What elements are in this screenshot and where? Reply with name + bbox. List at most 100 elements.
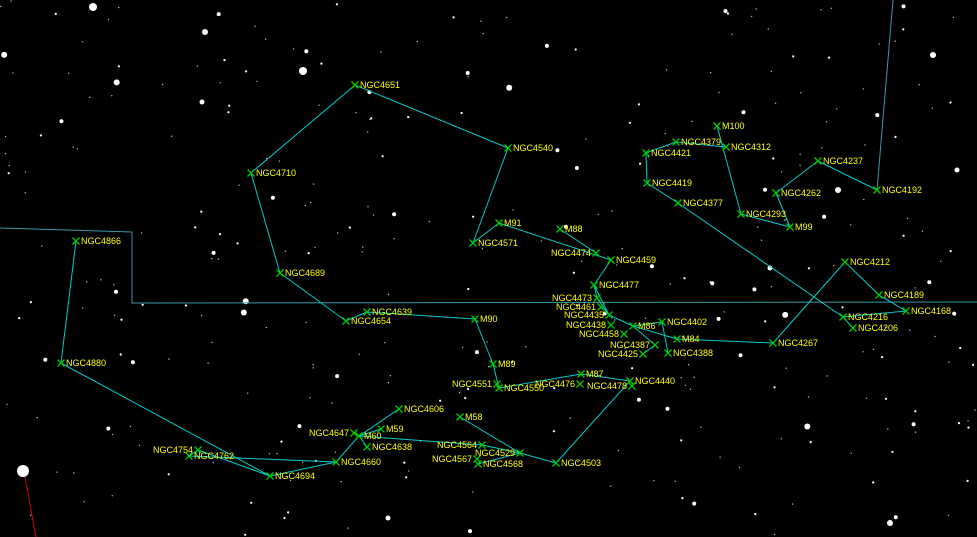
object-ngc4168[interactable]: NGC4168 [902, 306, 952, 316]
object-marker-icon [342, 317, 350, 325]
object-label: M86 [638, 321, 656, 331]
object-ngc4651[interactable]: NGC4651 [351, 80, 401, 90]
star [773, 386, 776, 389]
object-ngc4192[interactable]: NGC4192 [873, 185, 923, 195]
star [826, 121, 828, 123]
object-ngc4647[interactable]: NGC4647 [309, 428, 358, 438]
object-ngc4606[interactable]: NGC4606 [395, 404, 445, 414]
star [755, 8, 757, 10]
object-ngc4638[interactable]: NGC4638 [363, 442, 413, 452]
asterism-line [60, 240, 77, 364]
object-label: NGC4754 [153, 445, 193, 455]
object-ngc4216[interactable]: NGC4216 [839, 312, 889, 322]
star [751, 15, 753, 18]
object-ngc4377[interactable]: NGC4377 [674, 198, 724, 208]
object-ngc4568[interactable]: NGC4568 [474, 459, 524, 469]
object-ngc4754[interactable]: NGC4754 [153, 445, 202, 455]
object-ngc4312[interactable]: NGC4312 [722, 142, 772, 152]
object-ngc4880[interactable]: NGC4880 [57, 358, 107, 368]
object-ngc4435[interactable]: NGC4435 [564, 310, 613, 320]
star [680, 439, 683, 442]
object-ngc4564[interactable]: NGC4564 [437, 440, 486, 450]
object-ngc4571[interactable]: NGC4571 [469, 238, 519, 248]
asterism-line [60, 362, 271, 477]
object-ngc4461[interactable]: NGC4461 [556, 302, 605, 312]
star [85, 281, 88, 283]
star [407, 116, 410, 119]
object-ngc4293[interactable]: NGC4293 [737, 209, 787, 219]
object-ngc4639[interactable]: NGC4639 [363, 307, 413, 317]
star [24, 171, 27, 173]
object-m84[interactable]: M84 [673, 334, 700, 344]
object-ngc4694[interactable]: NGC4694 [266, 471, 316, 481]
object-ngc4476[interactable]: NGC4476 [535, 379, 584, 389]
object-label: NGC4880 [66, 358, 106, 368]
object-marker-icon [651, 341, 659, 349]
object-marker-icon [363, 308, 371, 316]
object-ngc4440[interactable]: NGC4440 [626, 376, 676, 386]
star [416, 40, 418, 43]
object-ngc4478[interactable]: NGC4478 [587, 381, 636, 391]
object-ngc4710[interactable]: NGC4710 [247, 168, 297, 178]
object-m58[interactable]: M58 [456, 412, 483, 422]
object-ngc4388[interactable]: NGC4388 [664, 348, 714, 358]
object-ngc4387[interactable]: NGC4387 [610, 340, 659, 350]
star [644, 317, 647, 319]
object-ngc4660[interactable]: NGC4660 [332, 457, 382, 467]
object-ngc4438[interactable]: NGC4438 [566, 320, 615, 330]
star [906, 217, 909, 220]
object-ngc4379[interactable]: NGC4379 [672, 137, 722, 147]
object-ngc4262[interactable]: NGC4262 [772, 188, 822, 198]
asterism-line [661, 321, 669, 354]
object-ngc4421[interactable]: NGC4421 [642, 148, 692, 158]
star [833, 264, 835, 267]
object-ngc4267[interactable]: NGC4267 [769, 338, 819, 348]
object-ngc4473[interactable]: NGC4473 [552, 293, 601, 303]
object-m99[interactable]: M99 [786, 222, 813, 232]
star [284, 250, 287, 252]
object-marker-icon [351, 81, 359, 89]
star [278, 160, 281, 162]
star [130, 360, 135, 365]
object-ngc4654[interactable]: NGC4654 [342, 316, 392, 326]
asterism-line [593, 284, 610, 316]
object-m90[interactable]: M90 [471, 314, 498, 324]
object-ngc4866[interactable]: NGC4866 [72, 236, 122, 246]
object-ngc4237[interactable]: NGC4237 [814, 156, 864, 166]
object-ngc4402[interactable]: NGC4402 [658, 317, 708, 327]
object-m87[interactable]: M87 [577, 369, 604, 379]
object-ngc4477[interactable]: NGC4477 [590, 280, 640, 290]
object-m100[interactable]: M100 [713, 121, 745, 131]
object-ngc4689[interactable]: NGC4689 [276, 268, 326, 278]
object-label: NGC4694 [275, 471, 315, 481]
star [59, 119, 64, 124]
object-m88[interactable]: M88 [556, 224, 583, 234]
asterism-line [675, 141, 727, 148]
object-ngc4550[interactable]: NGC4550 [495, 383, 545, 393]
object-m60[interactable]: M60 [355, 431, 382, 441]
object-ngc4458[interactable]: NGC4458 [579, 329, 628, 339]
star [632, 262, 634, 264]
object-ngc4529[interactable]: NGC4529 [475, 448, 524, 458]
object-ngc4503[interactable]: NGC4503 [552, 458, 602, 468]
object-m91[interactable]: M91 [495, 218, 522, 228]
object-ngc4206[interactable]: NGC4206 [849, 323, 899, 333]
object-m86[interactable]: M86 [629, 321, 656, 331]
star [894, 135, 897, 138]
object-ngc4551[interactable]: NGC4551 [452, 379, 501, 389]
object-ngc4419[interactable]: NGC4419 [643, 178, 693, 188]
object-ngc4189[interactable]: NGC4189 [875, 290, 925, 300]
object-ngc4474[interactable]: NGC4474 [551, 248, 600, 258]
star [276, 452, 278, 455]
object-ngc4212[interactable]: NGC4212 [841, 257, 891, 267]
object-ngc4540[interactable]: NGC4540 [504, 143, 554, 153]
object-ngc4425[interactable]: NGC4425 [598, 349, 647, 359]
star [799, 153, 801, 155]
object-ngc4762[interactable]: NGC4762 [185, 451, 235, 461]
object-m59[interactable]: M59 [377, 424, 404, 434]
object-marker-icon [504, 144, 512, 152]
object-label: NGC4606 [404, 404, 444, 414]
object-m89[interactable]: M89 [489, 359, 516, 369]
object-ngc4459[interactable]: NGC4459 [607, 255, 657, 265]
